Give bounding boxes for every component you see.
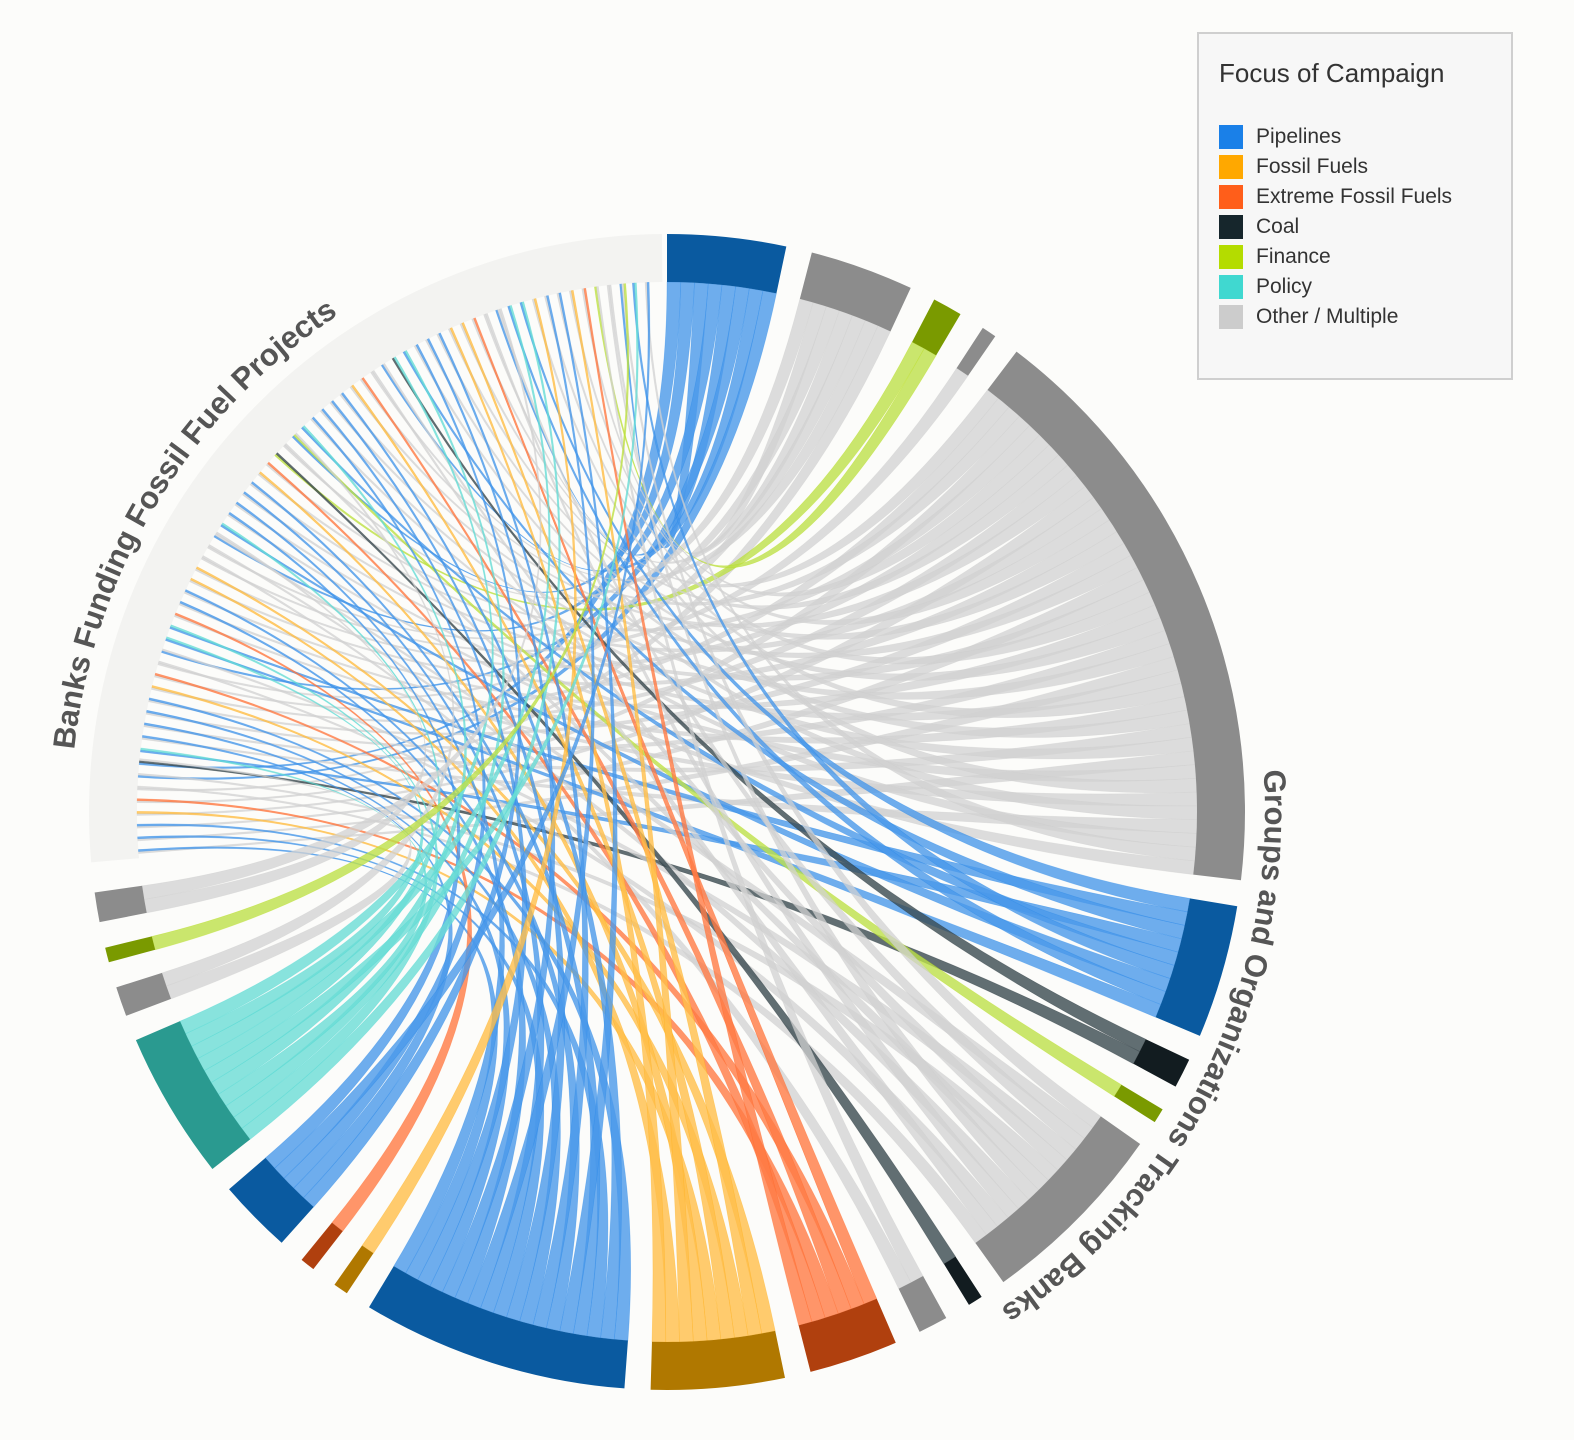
chord-ribbon[interactable] <box>141 737 1198 834</box>
legend-item: Policy <box>1219 272 1452 302</box>
group-arc[interactable] <box>650 1330 785 1391</box>
legend-swatch <box>1219 155 1243 179</box>
ribbons <box>136 281 1198 1343</box>
chord-ribbon[interactable] <box>235 501 505 1274</box>
chord-ribbon[interactable] <box>190 577 680 1343</box>
chord-ribbon[interactable] <box>151 283 630 951</box>
chord-ribbon[interactable] <box>143 722 511 1293</box>
chord-ribbon[interactable] <box>644 282 1197 862</box>
chord-ribbon[interactable] <box>402 351 1186 940</box>
legend-swatch <box>1219 125 1243 149</box>
group-arc[interactable] <box>116 972 172 1016</box>
legend-label: Policy <box>1256 275 1313 298</box>
chord-ribbon[interactable] <box>558 292 618 1334</box>
legend-title: Focus of Campaign <box>1219 58 1445 88</box>
chord-ribbon[interactable] <box>195 566 776 1334</box>
legend-label: Finance <box>1256 245 1331 268</box>
legend-item: Pipelines <box>1219 122 1452 152</box>
group-arc[interactable] <box>1133 1039 1190 1087</box>
chord-ribbon[interactable] <box>243 491 545 1314</box>
chord-ribbon[interactable] <box>413 344 1198 820</box>
chord-ribbon[interactable] <box>293 433 1122 1097</box>
group-arc[interactable] <box>1114 1084 1163 1123</box>
chord-ribbon[interactable] <box>241 301 561 1140</box>
group-arc[interactable] <box>301 1222 343 1270</box>
chord-ribbon[interactable] <box>267 461 826 1323</box>
legend-item: Other / Multiple <box>1219 302 1452 332</box>
group-arc[interactable] <box>898 1276 947 1332</box>
chord-ribbon[interactable] <box>459 322 1069 610</box>
group-arc[interactable] <box>799 252 911 332</box>
group-arc[interactable] <box>229 1157 314 1243</box>
chord-ribbon[interactable] <box>165 636 424 1047</box>
chord-ribbon[interactable] <box>165 638 1162 1018</box>
chord-ribbon[interactable] <box>303 343 522 1208</box>
chord-ribbon[interactable] <box>361 298 577 1254</box>
chord-ribbon[interactable] <box>596 286 924 1283</box>
legend-item: Finance <box>1219 242 1452 272</box>
chord-ribbon[interactable] <box>275 452 956 1265</box>
chord-ribbon[interactable] <box>161 648 1077 1161</box>
chord-ribbon[interactable] <box>621 283 1102 1129</box>
chord-ribbon[interactable] <box>519 301 1191 913</box>
chord-ribbon[interactable] <box>471 318 999 588</box>
chord-ribbon[interactable] <box>497 308 1085 1150</box>
bank-band <box>88 234 663 863</box>
chord-ribbon[interactable] <box>250 481 601 1337</box>
group-arc[interactable] <box>105 936 156 963</box>
group-arc[interactable] <box>956 327 996 376</box>
legend-item: Fossil Fuels <box>1219 152 1452 182</box>
group-arc[interactable] <box>943 1256 982 1305</box>
legend-swatch <box>1219 245 1243 269</box>
group-arc[interactable] <box>1155 898 1238 1036</box>
group-arc[interactable] <box>975 1116 1141 1283</box>
legend-label: Other / Multiple <box>1256 305 1399 328</box>
legend-label: Pipelines <box>1256 125 1342 148</box>
chord-ribbon[interactable] <box>139 758 412 1000</box>
legend-label: Extreme Fossil Fuels <box>1256 185 1453 208</box>
legend-swatch <box>1219 275 1243 299</box>
legend-label: Coal <box>1256 215 1300 238</box>
legend-swatch <box>1219 185 1243 209</box>
chord-ribbon[interactable] <box>583 287 813 1326</box>
legend-item: Extreme Fossil Fuels <box>1219 182 1452 212</box>
group-arc[interactable] <box>987 351 1245 881</box>
group-arc[interactable] <box>798 1298 896 1372</box>
group-arc[interactable] <box>135 1021 251 1169</box>
chord-ribbon[interactable] <box>467 295 595 1309</box>
chord-ribbon[interactable] <box>241 492 1182 721</box>
legend-swatch <box>1219 215 1243 239</box>
chord-ribbon[interactable] <box>179 356 494 1035</box>
group-arc[interactable] <box>667 234 787 294</box>
banks-arc <box>88 234 663 863</box>
legend-swatch <box>1219 305 1243 329</box>
chord-ribbon[interactable] <box>361 377 852 1314</box>
chord-ribbon[interactable] <box>143 531 426 914</box>
group-arcs <box>94 234 1245 1391</box>
chord-ribbon[interactable] <box>473 317 878 1305</box>
chord-ribbon[interactable] <box>201 555 912 1290</box>
chord-ribbon[interactable] <box>183 591 1161 710</box>
legend-label: Fossil Fuels <box>1256 155 1369 178</box>
chord-ribbon[interactable] <box>544 295 1185 718</box>
group-arc[interactable] <box>912 299 961 356</box>
group-arc[interactable] <box>94 885 147 923</box>
group-arc[interactable] <box>369 1266 628 1389</box>
chord-ribbon[interactable] <box>284 442 1049 1191</box>
group-arc[interactable] <box>334 1245 374 1294</box>
chord-ribbon[interactable] <box>274 341 925 611</box>
legend-item: Coal <box>1219 212 1452 242</box>
